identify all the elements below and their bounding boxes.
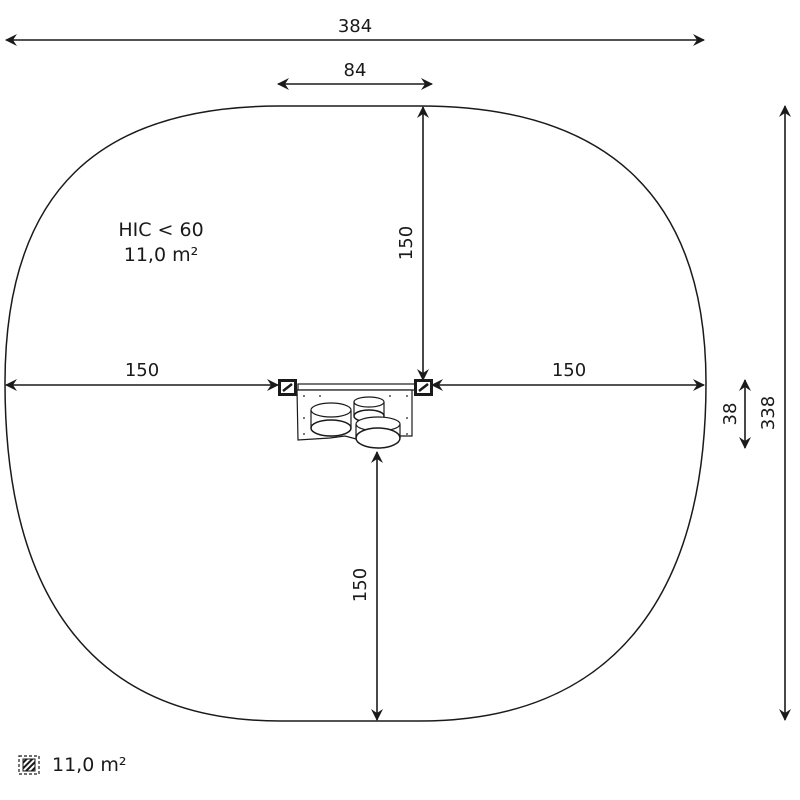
dimension-bottom-clearance: 150 xyxy=(350,451,383,721)
area-label: 11,0 m² xyxy=(124,244,198,266)
svg-text:384: 384 xyxy=(338,16,372,37)
dimension-right-clearance: 150 xyxy=(431,360,705,391)
drum-seat-front xyxy=(355,416,401,449)
dimension-equipment-depth: 38 xyxy=(720,379,751,449)
post-left-icon xyxy=(278,379,297,396)
dimension-left-clearance: 150 xyxy=(5,360,279,391)
drum-seat-left xyxy=(310,402,352,437)
svg-text:150: 150 xyxy=(396,226,417,260)
svg-text:338: 338 xyxy=(758,396,779,430)
dimension-equipment-width: 84 xyxy=(277,60,433,90)
svg-text:150: 150 xyxy=(350,568,371,602)
zone-label: HIC < 60 11,0 m² xyxy=(118,219,203,266)
post-right-icon xyxy=(414,379,433,396)
equipment-top-view xyxy=(278,379,433,449)
legend-area-value: 11,0 m² xyxy=(52,754,127,776)
safety-zone-outline xyxy=(4,105,707,722)
svg-text:150: 150 xyxy=(125,360,159,381)
dimension-top-clearance: 150 xyxy=(396,106,429,381)
dimension-overall-width: 384 xyxy=(5,16,705,46)
svg-text:38: 38 xyxy=(720,403,741,426)
svg-text:84: 84 xyxy=(344,60,367,81)
hic-label: HIC < 60 xyxy=(118,219,203,241)
legend: 11,0 m² xyxy=(18,754,126,776)
dimension-overall-depth: 338 xyxy=(758,105,791,721)
hatched-area-icon xyxy=(18,755,40,775)
svg-text:150: 150 xyxy=(552,360,586,381)
